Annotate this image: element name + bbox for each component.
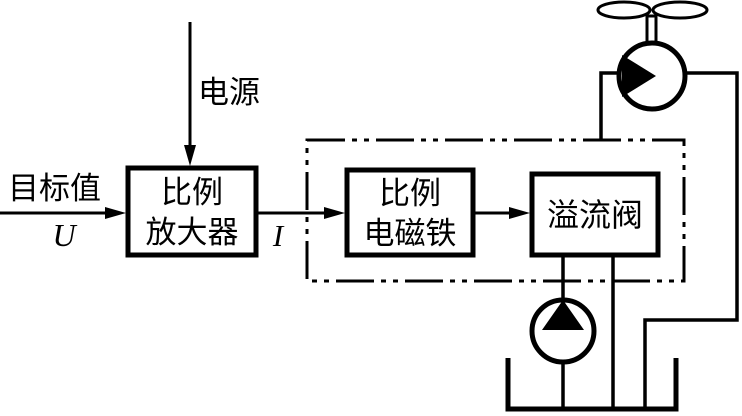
solenoid-block: 比例 电磁铁 (344, 167, 476, 258)
amplifier-output-arrowhead-icon (324, 207, 345, 219)
amplifier-label-line2: 放大器 (146, 215, 239, 250)
relief-valve-label: 溢流阀 (547, 197, 643, 233)
hydraulic-pump-icon (529, 297, 597, 365)
power-supply-arrowhead-icon (184, 145, 196, 166)
oil-tank-icon (505, 358, 679, 412)
target-input-arrowhead-icon (105, 207, 126, 219)
pressure-sense-line (599, 71, 618, 139)
hydraulic-motor-icon (616, 40, 688, 112)
current-signal-label: I (272, 218, 285, 253)
target-value-label: 目标值 (8, 171, 101, 206)
valve-unit-dashed-boundary (305, 138, 686, 283)
solenoid-label-line1: 比例 (379, 176, 441, 211)
amplifier-label-line1: 比例 (161, 175, 223, 210)
fan-propeller-icon (596, 0, 709, 45)
motor-return-pipe (643, 71, 739, 407)
solenoid-output-arrowhead-icon (509, 207, 530, 219)
power-supply-label: 电源 (198, 75, 260, 110)
solenoid-label-line2: 电磁铁 (364, 216, 457, 251)
relief-valve-block: 溢流阀 (529, 171, 661, 258)
amplifier-block: 比例 放大器 (125, 165, 259, 258)
voltage-signal-label: U (52, 217, 77, 253)
